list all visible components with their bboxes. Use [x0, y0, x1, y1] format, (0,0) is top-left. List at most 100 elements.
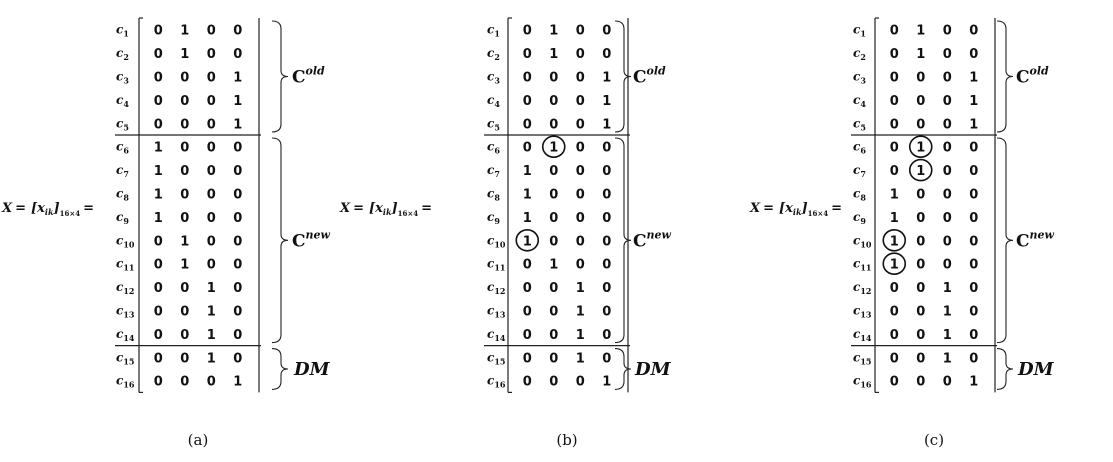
matrix-cell: 0	[916, 375, 925, 390]
matrix-cell: 0	[943, 141, 952, 156]
row-label-sub: 10	[494, 239, 506, 249]
matrix-cell: 0	[154, 305, 163, 320]
row-label-base: c	[853, 93, 861, 107]
matrix-cell: 0	[916, 94, 925, 109]
row-label: c9	[487, 210, 500, 226]
row-label-sub: 13	[860, 310, 872, 320]
equation-lhs: X	[339, 201, 351, 216]
row-label-base: c	[116, 163, 124, 177]
matrix-cell: 0	[576, 258, 585, 273]
equation-bracket-open: [	[779, 201, 786, 216]
matrix-cell: 0	[890, 328, 899, 343]
matrix-cell: 0	[969, 141, 978, 156]
matrix-cell: 0	[207, 188, 216, 203]
row-label-base: c	[487, 304, 495, 318]
matrix-cell: 0	[602, 164, 611, 179]
row-label-base: c	[116, 374, 124, 388]
row-label-base: c	[853, 350, 861, 364]
matrix-cell: 0	[602, 281, 611, 296]
row-label-sub: 7	[123, 169, 129, 179]
row-label-sub: 6	[123, 146, 129, 156]
matrix-cell: 0	[943, 47, 952, 62]
row-label-sub: 11	[860, 263, 871, 273]
row-label-base: c	[853, 140, 861, 154]
matrix-cell: 1	[180, 24, 189, 39]
matrix-cell: 0	[969, 164, 978, 179]
matrix-cell: 0	[890, 305, 899, 320]
matrix-cell: 0	[916, 351, 925, 366]
equation-dims: 16×4	[808, 209, 829, 218]
equation-dims: 16×4	[398, 209, 419, 218]
row-label-base: c	[487, 187, 495, 201]
matrix-cell: 1	[890, 211, 899, 226]
row-label-base: c	[487, 23, 495, 37]
matrix-cell: 1	[969, 375, 978, 390]
matrix-cell: 1	[207, 281, 216, 296]
matrix-cell: 0	[969, 258, 978, 273]
matrix-cell: 1	[943, 281, 952, 296]
group-brace	[996, 348, 1014, 390]
row-label: c11	[116, 257, 134, 273]
row-label-base: c	[116, 116, 124, 130]
matrix-cell: 1	[549, 258, 558, 273]
row-label-base: c	[487, 163, 495, 177]
matrix-cell: 0	[154, 117, 163, 132]
row-label-sub: 14	[860, 333, 872, 343]
row-label: c13	[487, 304, 506, 320]
matrix-cell: 0	[943, 164, 952, 179]
matrix-cell: 0	[549, 164, 558, 179]
matrix-cell: 0	[180, 281, 189, 296]
row-label-sub: 16	[494, 380, 506, 390]
matrix-cell: 1	[207, 328, 216, 343]
matrix-cell: 0	[969, 305, 978, 320]
highlight-circle	[515, 229, 540, 252]
matrix-cell: 1	[576, 281, 585, 296]
equation-bracket-close: ]	[53, 201, 60, 216]
matrix-cell: 1	[523, 188, 532, 203]
row-label-base: c	[116, 140, 124, 154]
panel-caption: (a)	[188, 431, 209, 449]
group-label-sup: new	[647, 228, 672, 241]
row-label: c12	[116, 280, 134, 296]
matrix-cell: 1	[943, 305, 952, 320]
matrix-cell: 0	[180, 211, 189, 226]
group-label-base: C	[633, 68, 647, 88]
row-label: c7	[487, 163, 500, 179]
matrix-cell: 0	[180, 375, 189, 390]
matrix-cell: 0	[890, 164, 899, 179]
matrix-cell: 0	[207, 47, 216, 62]
group-label-new: Cnew	[292, 228, 331, 251]
matrix-cell: 0	[207, 24, 216, 39]
matrix-cell: 1	[233, 94, 242, 109]
matrix-cell: 1	[943, 328, 952, 343]
row-label: c4	[853, 93, 866, 109]
matrix-cell: 0	[890, 71, 899, 86]
equation-bracket-open: [	[31, 201, 38, 216]
matrix-cell: 0	[154, 351, 163, 366]
row-label: c15	[487, 350, 505, 366]
row-label-sub: 15	[860, 356, 871, 366]
matrix-cell: 0	[916, 281, 925, 296]
matrix-cell: 0	[207, 375, 216, 390]
row-label-sub: 5	[494, 122, 500, 132]
group-label-base: C	[633, 231, 647, 251]
group-label-dm: DM	[1017, 359, 1055, 380]
row-label-sub: 14	[494, 333, 506, 343]
row-label-base: c	[487, 210, 495, 224]
matrix-cell: 0	[233, 351, 242, 366]
row-label-sub: 2	[860, 52, 866, 62]
matrix-cell: 1	[890, 188, 899, 203]
matrix-cell: 0	[233, 234, 242, 249]
row-label: c5	[487, 116, 500, 132]
group-label-sup: old	[306, 65, 326, 78]
matrix-cell: 1	[602, 117, 611, 132]
matrix-cell: 1	[969, 71, 978, 86]
row-label: c16	[116, 374, 135, 390]
matrix-cell: 0	[549, 351, 558, 366]
matrix-cell: 1	[576, 328, 585, 343]
group-label-sup: new	[1030, 228, 1055, 241]
matrix-cell: 1	[969, 117, 978, 132]
matrix-cell: 0	[602, 234, 611, 249]
matrix-cell: 0	[969, 188, 978, 203]
row-label: c8	[853, 187, 866, 203]
